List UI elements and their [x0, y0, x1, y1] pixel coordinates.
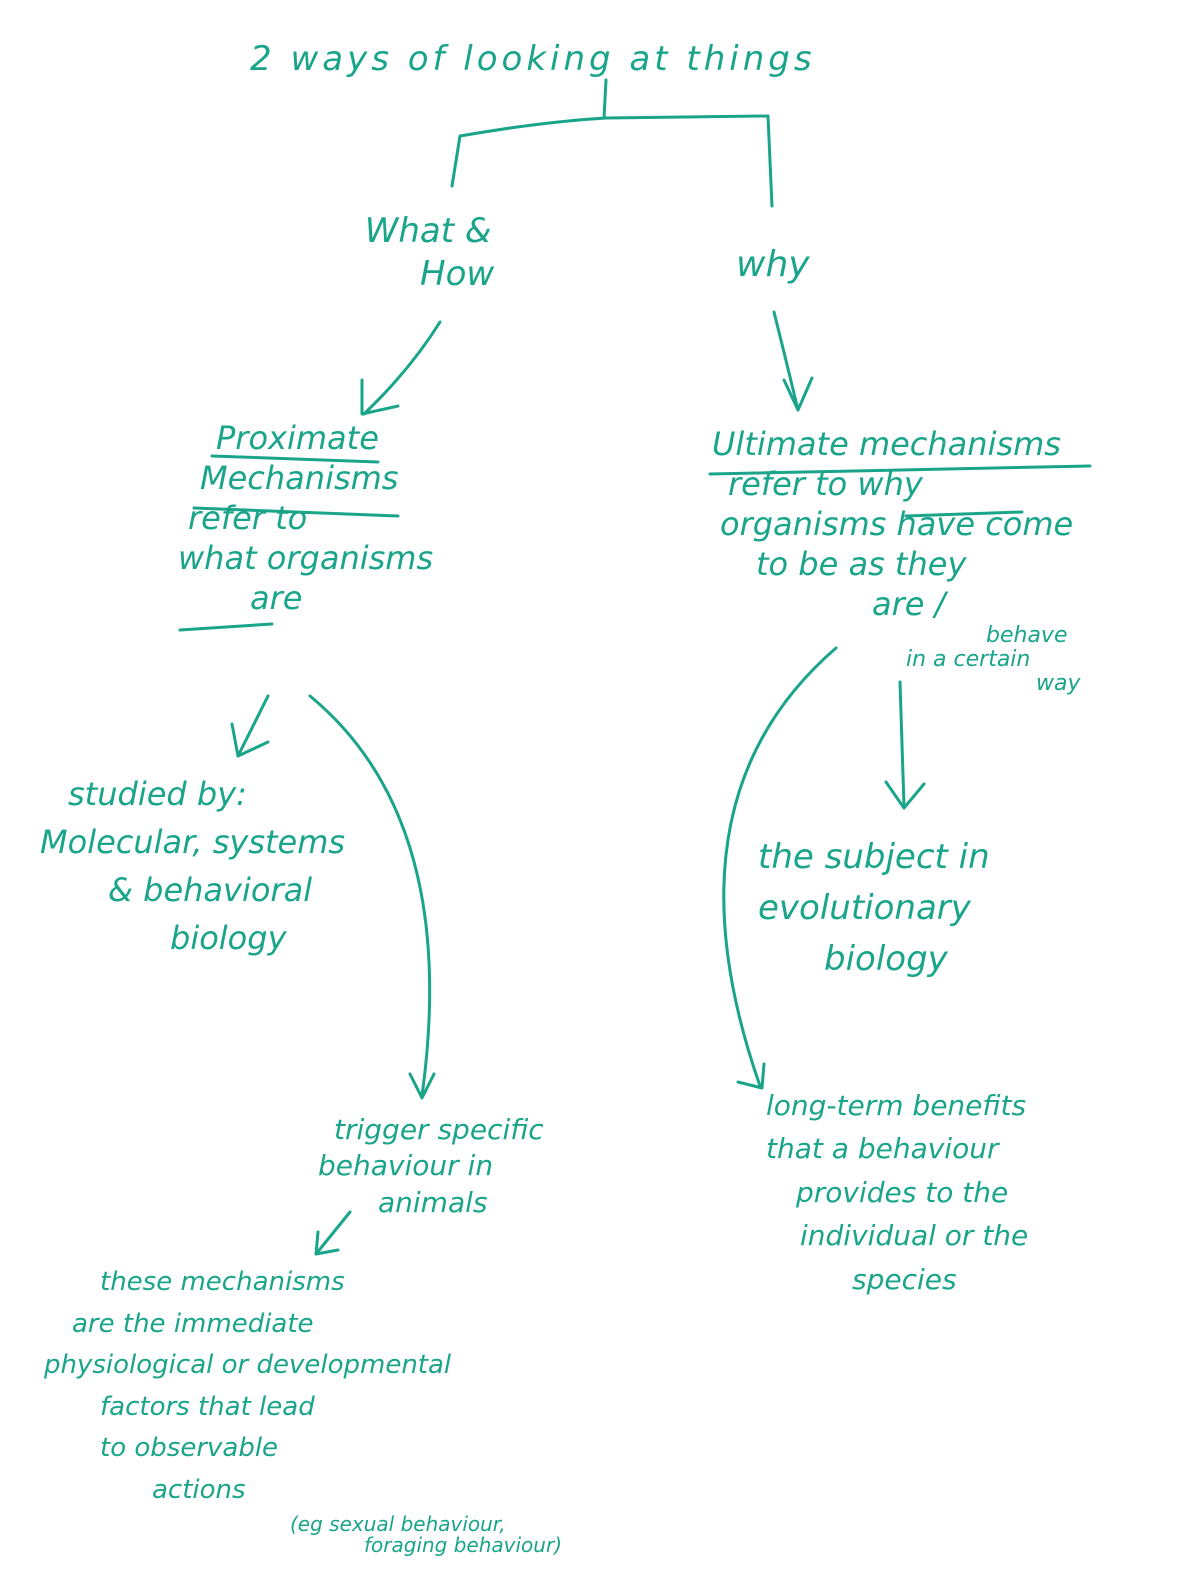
- benefits-line-4: individual or the: [800, 1219, 1029, 1253]
- mechs-line-5: to observable: [100, 1433, 279, 1464]
- proximate-heading-line-1: Proximate: [216, 419, 379, 457]
- trigger-line-1: trigger specific: [334, 1113, 544, 1146]
- benefits-line-5: species: [852, 1262, 957, 1296]
- studied-by-node: studied by: Molecular, systems & behavio…: [40, 770, 345, 962]
- what-how-line-2: How: [420, 253, 495, 294]
- subject-line-1: the subject in: [758, 837, 990, 877]
- mechs-line-2: are the immediate: [72, 1308, 314, 1339]
- arrow-to-benefits: [722, 646, 838, 1088]
- arrow-how-to-proximate: [362, 320, 442, 416]
- subject-line-2: evolutionary: [758, 888, 971, 928]
- evolutionary-biology-node: the subject in evolutionary biology: [758, 832, 990, 985]
- benefits-line-1: long-term benefits: [766, 1089, 1027, 1122]
- arrow-are-to-studied: [236, 694, 270, 758]
- why-label: why: [736, 244, 810, 285]
- what-how-label: What & How: [362, 210, 494, 295]
- aside-line-3: way: [1036, 671, 1081, 697]
- mechs-line-4: factors that lead: [100, 1391, 315, 1422]
- arrow-to-subject: [898, 680, 906, 808]
- studied-line-1: studied by:: [68, 775, 247, 813]
- branch-connector-line: [458, 114, 770, 138]
- arrow-why-to-ultimate: [772, 310, 800, 412]
- underline-ultimate: [708, 464, 1092, 476]
- arrowhead-benefits: [736, 1062, 766, 1090]
- right-branch-line: [766, 114, 774, 208]
- aside-line-2: in a certain: [906, 647, 1031, 673]
- ultimate-mechanisms-node: Ultimate mechanisms refer to why organis…: [712, 424, 1073, 624]
- example-line-1: (eg sexual behaviour,: [290, 1512, 506, 1536]
- long-term-benefits-node: long-term benefits that a behaviour prov…: [766, 1084, 1028, 1301]
- trigger-line-2: behaviour in: [318, 1149, 494, 1183]
- what-how-line-1: What &: [364, 211, 492, 251]
- ultimate-aside-note: behave in a certain way: [900, 623, 1081, 697]
- arrowhead-studied: [230, 722, 270, 758]
- ultimate-text-line-3: to be as they: [756, 545, 967, 583]
- arrow-trigger-to-mechanisms: [314, 1210, 352, 1256]
- mechs-line-6: actions: [152, 1474, 246, 1505]
- aside-line-1: behave: [986, 623, 1068, 648]
- studied-line-2: Molecular, systems: [40, 823, 346, 861]
- ultimate-text-line-1: refer to why: [728, 465, 923, 503]
- trigger-behaviour-node: trigger specific behaviour in animals: [318, 1112, 544, 1221]
- benefits-line-2: that a behaviour: [766, 1132, 999, 1166]
- proximate-text-line-1: refer to: [188, 499, 308, 537]
- benefits-line-3: provides to the: [796, 1175, 1009, 1209]
- underline-mechanisms: [192, 506, 400, 518]
- proximate-heading-line-2: Mechanisms: [200, 459, 399, 497]
- subject-line-3: biology: [824, 939, 948, 979]
- left-branch-line: [450, 134, 462, 188]
- arrow-are-to-trigger: [308, 694, 432, 1098]
- underline-proximate: [210, 454, 380, 464]
- ultimate-text-line-4: are /: [872, 585, 946, 623]
- mechs-line-1: these mechanisms: [100, 1267, 345, 1297]
- mechs-line-3: physiological or developmental: [44, 1350, 452, 1381]
- arrowhead-subject: [884, 780, 926, 810]
- proximate-text-line-3: are: [250, 579, 303, 617]
- arrowhead-ultimate: [782, 376, 814, 412]
- ultimate-heading: Ultimate mechanisms: [712, 425, 1061, 463]
- arrowhead-mechanisms: [314, 1230, 340, 1256]
- example-note: (eg sexual behaviour, foraging behaviour…: [290, 1514, 562, 1556]
- title-stem-line: [602, 78, 608, 120]
- underline-what: [178, 622, 274, 632]
- studied-line-3: & behavioral: [108, 871, 313, 909]
- arrowhead-trigger: [408, 1072, 436, 1100]
- proximate-text-line-2: what organisms: [178, 539, 434, 577]
- mechanisms-definition-node: these mechanisms are the immediate physi…: [44, 1262, 451, 1512]
- diagram-title: 2 ways of looking at things: [250, 39, 816, 79]
- example-line-2: foraging behaviour): [364, 1533, 562, 1557]
- trigger-line-3: animals: [378, 1185, 488, 1219]
- proximate-mechanisms-node: Proximate Mechanisms refer to what organ…: [178, 418, 433, 618]
- arrowhead-proximate: [360, 378, 400, 416]
- ultimate-text-line-2: organisms have come: [720, 505, 1074, 543]
- underline-why: [904, 510, 1024, 518]
- studied-line-4: biology: [170, 919, 287, 957]
